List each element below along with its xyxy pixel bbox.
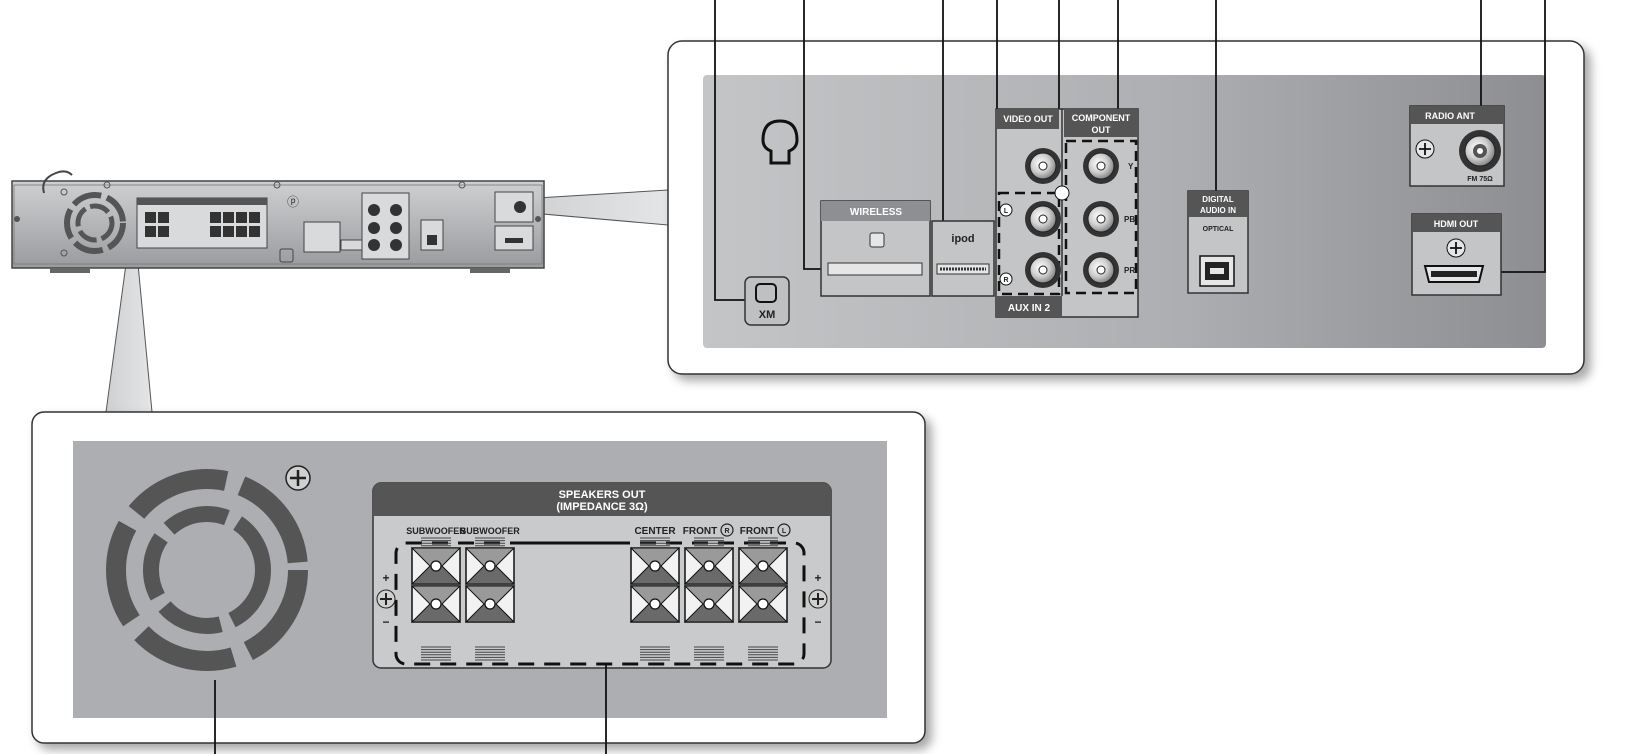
hdmi-out-port[interactable]: HDMI OUT	[1411, 213, 1502, 296]
component-out-label-2: OUT	[1092, 125, 1112, 135]
speakers-out-title: SPEAKERS OUT	[559, 489, 646, 501]
component-pr-label: PR	[1124, 266, 1135, 275]
hdmi-out-label: HDMI OUT	[1434, 219, 1479, 229]
wireless-label: WIRELESS	[850, 207, 903, 218]
digital-audio-in-label-1: DIGITAL	[1202, 195, 1234, 204]
speaker-terminal-zoom: SPEAKERS OUT (IMPEDANCE 3Ω) SUBWOOFER SU…	[31, 411, 926, 754]
center-label: CENTER	[634, 526, 676, 537]
component-y-jack[interactable]	[1083, 148, 1119, 184]
minus-mark-right: −	[814, 615, 821, 629]
component-out-label: COMPONENT	[1072, 113, 1131, 123]
wireless-port[interactable]: WIRELESS	[820, 200, 931, 297]
leader-lines-top	[714, 0, 1546, 301]
video-component-block: VIDEO OUT COMPONENT OUT AUX IN 2 L R	[995, 108, 1139, 318]
terminal-subwoofer-2[interactable]	[464, 537, 516, 661]
optical-label: OPTICAL	[1203, 226, 1234, 233]
aux-left-mark: L	[1004, 208, 1009, 215]
digital-audio-in-label-2: AUDIO IN	[1200, 206, 1236, 215]
component-pb-label: PB	[1124, 215, 1135, 224]
plus-mark-right: +	[814, 571, 821, 585]
front-r-label: FRONT	[683, 526, 717, 537]
aux-in-right-jack[interactable]	[1025, 252, 1061, 288]
terminal-center[interactable]	[629, 537, 681, 661]
plus-mark-left: +	[382, 571, 389, 585]
component-y-label: Y	[1128, 162, 1134, 171]
radio-antenna-port[interactable]: RADIO ANT FM 75Ω	[1409, 105, 1505, 187]
front-l-label: FRONT	[740, 526, 774, 537]
minus-mark-left: −	[382, 615, 389, 629]
svg-text:ⓟ: ⓟ	[287, 195, 299, 209]
aux-in-label: AUX IN 2	[1008, 303, 1051, 314]
terminal-front-l[interactable]	[737, 537, 789, 661]
speakers-out-panel: SPEAKERS OUT (IMPEDANCE 3Ω) SUBWOOFER SU…	[372, 482, 832, 669]
subwoofer-label-2: SUBWOOFER	[460, 526, 520, 536]
aux-in-left-jack[interactable]	[1025, 201, 1061, 237]
digital-audio-in-port[interactable]: DIGITAL AUDIO IN OPTICAL	[1187, 190, 1249, 294]
speaker-terminals	[410, 537, 789, 661]
subwoofer-label-1: SUBWOOFER	[406, 526, 466, 536]
unit-fan-icon	[64, 192, 126, 254]
unit-speaker-terminals	[136, 197, 268, 249]
receiver-unit: ⓟ	[11, 170, 545, 273]
front-l-mark: L	[782, 528, 787, 535]
ipod-label: ipod	[951, 233, 974, 245]
radio-ant-label: RADIO ANT	[1425, 111, 1475, 121]
video-out-jack[interactable]	[1025, 148, 1061, 184]
screw-icon	[285, 465, 311, 491]
aux-right-mark: R	[1003, 277, 1008, 284]
leader-lines-bottom	[214, 664, 607, 754]
terminal-subwoofer-1[interactable]	[410, 537, 462, 661]
fm-label: FM 75Ω	[1467, 176, 1493, 183]
speakers-out-impedance: (IMPEDANCE 3Ω)	[556, 501, 648, 513]
component-pr-jack[interactable]	[1083, 252, 1119, 288]
xm-port[interactable]: XM	[744, 276, 790, 326]
ipod-port[interactable]: ipod	[931, 220, 995, 297]
front-r-mark: R	[724, 528, 729, 535]
antenna-symbol-icon	[761, 119, 799, 165]
cooling-fan-icon	[106, 469, 308, 671]
component-pb-jack[interactable]	[1083, 201, 1119, 237]
terminal-front-r[interactable]	[683, 537, 735, 661]
rear-panel-zoom: XM WIRELESS ipod VIDEO OUT COMPONENT OUT	[667, 0, 1585, 375]
xm-label: XM	[759, 309, 776, 321]
speaker-callout-wedge	[105, 263, 153, 413]
video-out-label: VIDEO OUT	[1003, 114, 1053, 124]
